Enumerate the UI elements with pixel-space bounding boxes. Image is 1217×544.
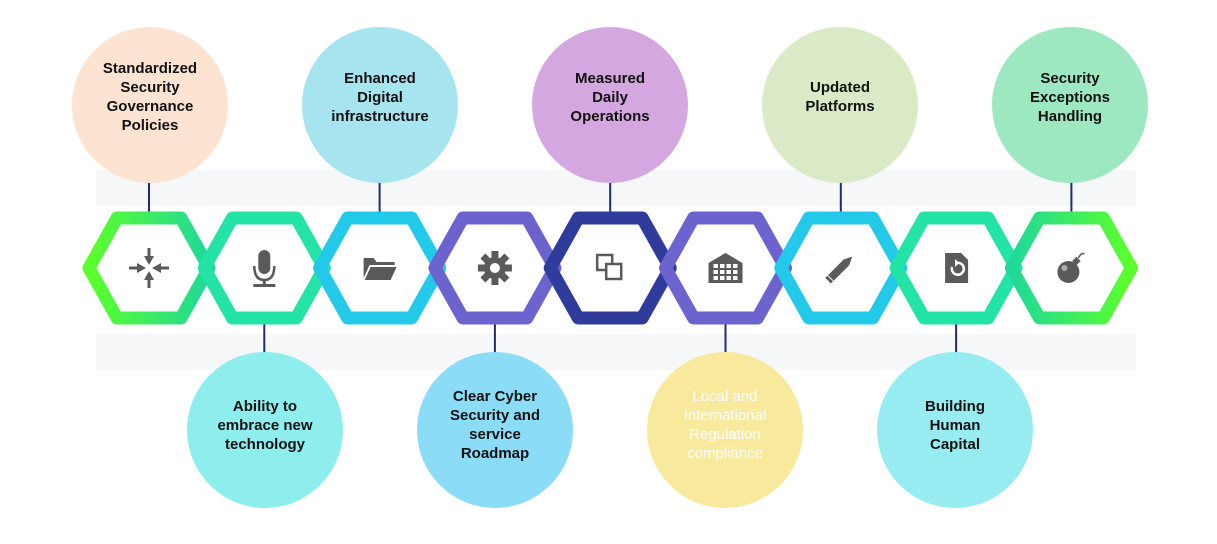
circle-n1 — [72, 27, 228, 183]
label-line: Building — [925, 397, 985, 415]
circle-n7 — [762, 27, 918, 183]
label-line: Policies — [121, 117, 179, 134]
label-line: Ability to — [232, 397, 298, 415]
label-line: Operations — [570, 107, 650, 125]
label-line: Digital — [357, 88, 403, 106]
label-line: service — [469, 426, 521, 443]
label-line: compliance — [687, 445, 763, 462]
file-refresh-icon — [945, 253, 969, 283]
label-line: Updated — [810, 79, 870, 96]
folder-icon — [363, 258, 397, 280]
label-line: Clear Cyber — [452, 388, 538, 405]
label-line: Platforms — [805, 98, 875, 115]
label-line: embrace new — [217, 416, 313, 434]
label-line: International — [683, 407, 767, 424]
label-line: Governance — [106, 98, 194, 115]
warehouse-icon — [708, 253, 743, 283]
circle-n8 — [877, 352, 1033, 508]
label-line: Security — [120, 79, 180, 96]
circle-n9 — [992, 27, 1148, 183]
pencil-icon — [825, 256, 853, 284]
label-line: Capital — [929, 435, 980, 453]
label-line: infrastructure — [331, 107, 429, 125]
bomb-icon — [1057, 252, 1085, 283]
circle-n3 — [302, 27, 458, 183]
label-line: Security and — [449, 407, 541, 424]
label-line: Measured — [574, 69, 646, 87]
label-line: Daily — [592, 88, 628, 106]
label-line: Human — [929, 416, 981, 434]
circle-n6 — [647, 352, 803, 508]
label-line: Roadmap — [460, 445, 530, 462]
arrows-converge-icon — [129, 248, 169, 288]
circle-n5 — [532, 27, 688, 183]
hexagon-n9 — [1004, 211, 1138, 325]
circle-n4 — [417, 352, 573, 508]
label-line: technology — [224, 435, 305, 453]
gear-icon — [477, 251, 512, 285]
microphone-icon — [253, 250, 276, 287]
circle-n2 — [187, 352, 343, 508]
copy-icon — [595, 253, 623, 281]
label-line: Enhanced — [344, 69, 416, 87]
label-line: Local and — [692, 388, 758, 405]
label-line: Handling — [1037, 107, 1103, 125]
label-line: Security — [1040, 69, 1100, 87]
label-line: Exceptions — [1029, 88, 1111, 106]
label-line: Standardized — [102, 60, 198, 77]
label-line: Regulation — [689, 426, 761, 443]
hexagon-n1 — [82, 211, 216, 325]
